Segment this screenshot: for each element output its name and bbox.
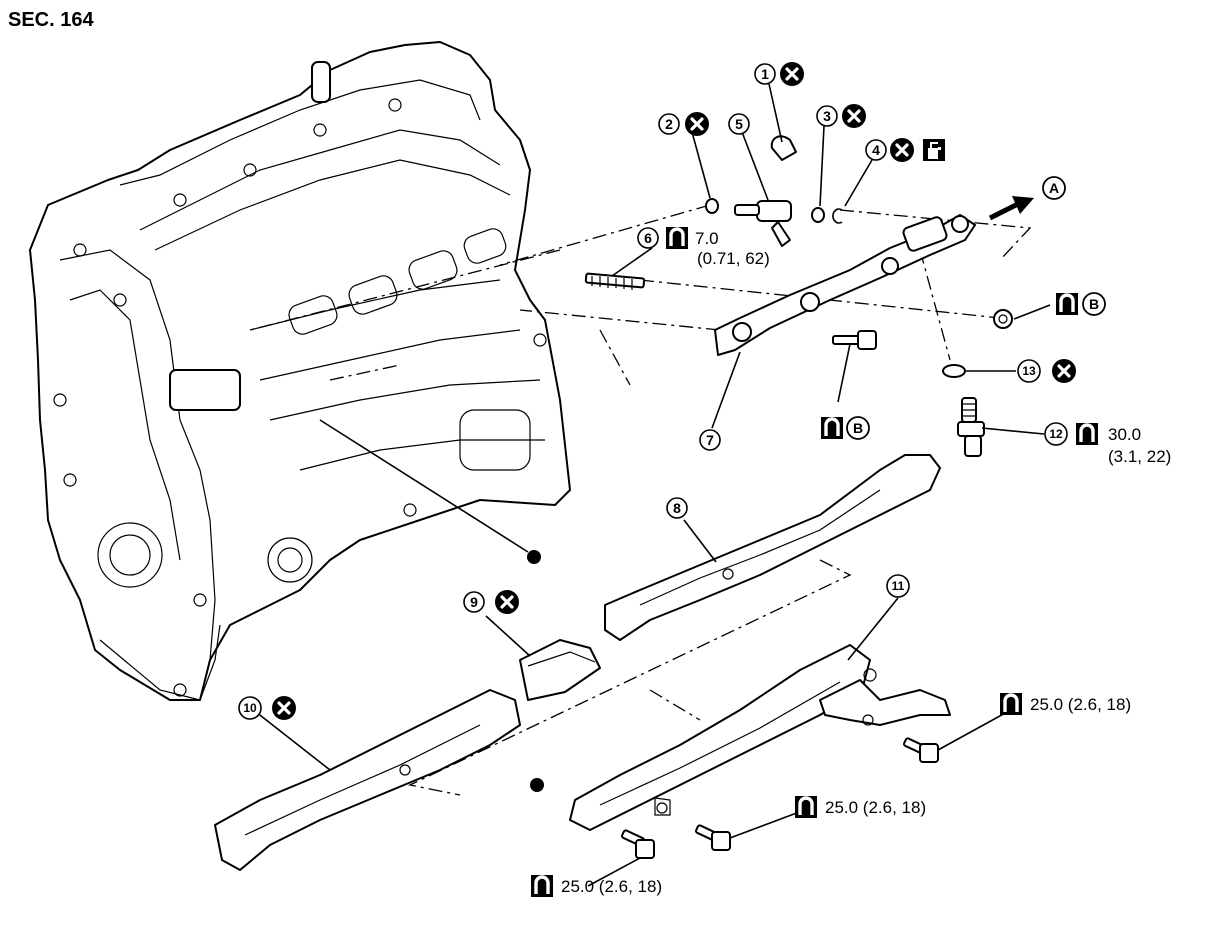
x-mark-icon <box>778 60 806 88</box>
x-mark-icon <box>1050 357 1078 385</box>
x-mark-icon <box>270 694 298 722</box>
callout-2: 2 <box>658 113 680 135</box>
callout-10: 10 <box>238 696 262 720</box>
callout-11: 11 <box>886 574 910 598</box>
callout-8: 8 <box>666 497 688 519</box>
svg-text:6: 6 <box>644 230 652 246</box>
x-mark-icon <box>493 588 521 616</box>
svg-text:1: 1 <box>761 66 769 82</box>
insulator-9 <box>485 615 601 701</box>
fuel-pressure-sensor <box>957 397 1045 457</box>
svg-text:7: 7 <box>706 432 714 448</box>
fluid-icon <box>923 139 945 161</box>
svg-text:8: 8 <box>673 500 681 516</box>
torque-bottom: 25.0 (2.6, 18) <box>561 877 662 896</box>
callout-13: 13 <box>1017 359 1041 383</box>
torque-wrench-icon <box>793 794 819 820</box>
arrow-right-icon <box>988 196 1034 221</box>
ref-b-bolt: B <box>846 416 870 440</box>
x-mark-icon <box>840 102 868 130</box>
torque-wrench-icon <box>998 691 1024 717</box>
torque-bracket: 25.0 (2.6, 18) <box>1030 695 1131 714</box>
svg-text:9: 9 <box>470 594 478 610</box>
x-mark-icon <box>888 136 916 164</box>
stud <box>584 247 653 290</box>
x-mark-icon <box>683 110 711 138</box>
section-title: SEC. 164 <box>8 9 94 31</box>
svg-text:13: 13 <box>1022 364 1036 378</box>
torque-12-value: 30.0 <box>1108 425 1141 444</box>
torque-mid: 25.0 (2.6, 18) <box>825 798 926 817</box>
engine-block <box>29 41 571 701</box>
svg-text:11: 11 <box>892 579 905 593</box>
svg-text:2: 2 <box>665 116 673 132</box>
torque-wrench-icon <box>529 873 555 899</box>
callouts: 1 2 3 4 5 6 7 8 9 10 11 12 13 <box>238 63 1068 720</box>
callout-3: 3 <box>816 105 838 127</box>
ref-a: A <box>1042 176 1066 200</box>
torque-12-sub: (3.1, 22) <box>1108 447 1171 466</box>
torque-6-sub: (0.71, 62) <box>697 249 770 268</box>
torque-wrench-icon <box>819 415 845 441</box>
callout-9: 9 <box>463 591 485 613</box>
o-ring-13 <box>942 364 1016 378</box>
torque-6-value: 7.0 <box>695 229 719 248</box>
insulator-11 <box>569 597 951 831</box>
svg-text:4: 4 <box>872 142 880 158</box>
ref-b-nut: B <box>1082 292 1106 316</box>
svg-text:10: 10 <box>243 701 257 715</box>
dot-icon <box>527 550 541 564</box>
svg-text:A: A <box>1049 180 1059 196</box>
dot-icon <box>530 778 544 792</box>
callout-6: 6 <box>637 227 659 249</box>
torque-wrench-icon <box>1074 421 1100 447</box>
svg-text:12: 12 <box>1049 427 1063 441</box>
injector-group <box>691 83 873 247</box>
fuel-rail <box>711 214 976 429</box>
torque-wrench-icon <box>664 225 690 251</box>
svg-text:B: B <box>1089 296 1099 312</box>
svg-text:5: 5 <box>735 116 743 132</box>
rail-nut <box>993 304 1051 329</box>
rail-bolt <box>832 330 877 403</box>
insulator-8 <box>604 454 941 641</box>
svg-text:3: 3 <box>823 108 831 124</box>
callout-5: 5 <box>728 113 750 135</box>
callout-4: 4 <box>865 139 887 161</box>
svg-text:B: B <box>853 420 863 436</box>
torque-wrench-icon <box>1054 291 1080 317</box>
callout-7: 7 <box>699 429 721 451</box>
callout-12: 12 <box>1044 422 1068 446</box>
callout-1: 1 <box>754 63 776 85</box>
insulator-10 <box>214 689 521 871</box>
